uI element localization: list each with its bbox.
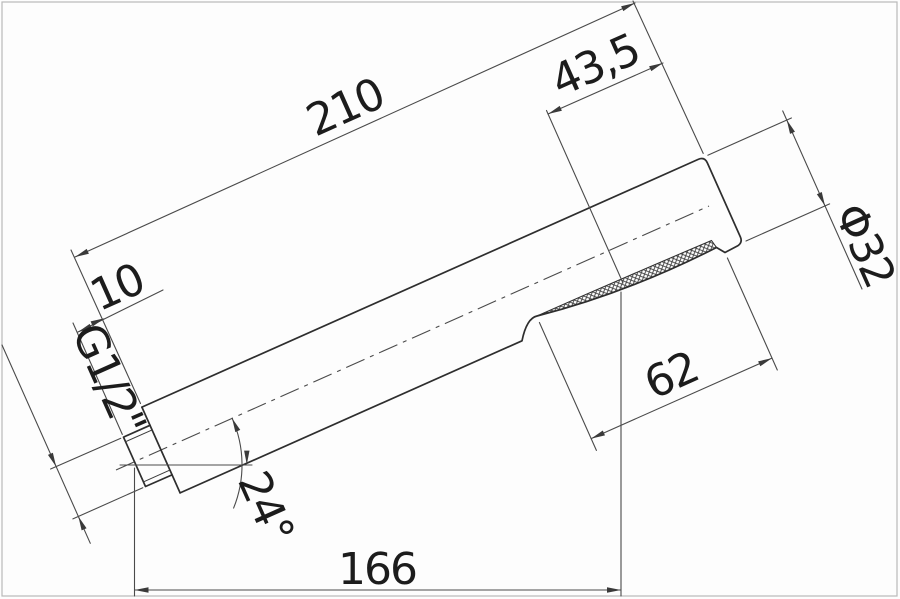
spray-face-hatch xyxy=(536,239,718,317)
dim-connector-length-label: 10 xyxy=(83,254,151,322)
dim-head-diameter-label: Φ32 xyxy=(824,196,900,294)
dimension-lines xyxy=(1,0,863,597)
arrowheads xyxy=(47,3,825,593)
dim-spray-face-length-label: 62 xyxy=(637,342,705,410)
dimension-labels: 210 43,5 Φ32 10 G1/2" 62 24° 166 xyxy=(62,24,900,595)
dim-head-length-label: 43,5 xyxy=(544,24,647,107)
thread-line-bottom xyxy=(143,469,171,483)
dim-total-length-label: 210 xyxy=(299,69,391,147)
thread-line-top xyxy=(125,429,153,443)
dim-thread-label: G1/2" xyxy=(62,316,155,442)
shower-outline xyxy=(122,157,743,494)
dim-tilt-angle-label: 24° xyxy=(227,464,303,551)
dim-horizontal-distance-label: 166 xyxy=(338,544,416,595)
axis-centerline xyxy=(115,205,710,471)
